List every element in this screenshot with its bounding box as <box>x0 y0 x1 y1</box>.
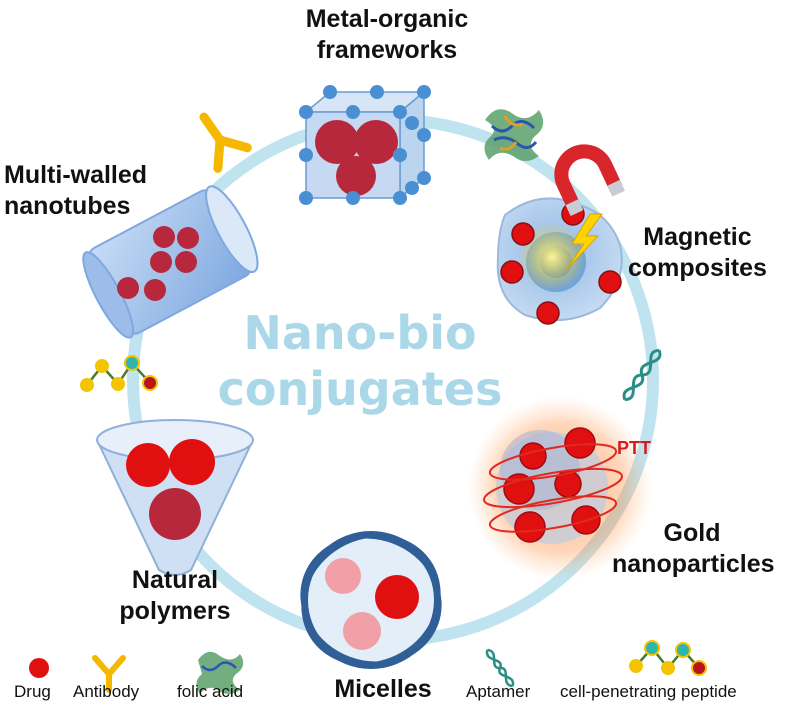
legend-cpp-label: cell-penetrating peptide <box>560 682 737 701</box>
label-mof-line2: frameworks <box>316 36 458 65</box>
antibody-icon <box>199 112 252 173</box>
label-mwnt-line1: Multi-walled <box>4 161 148 189</box>
center-title-line1: Nano-bio <box>243 306 477 360</box>
magnetic-particle <box>496 197 623 325</box>
label-polymers-line2: polymers <box>119 597 231 626</box>
label-mof-line1: Metal-organic <box>305 5 469 33</box>
label-gold-line2: nanoparticles <box>612 550 775 579</box>
center-title-line2: conjugates <box>217 362 503 417</box>
center-title: Nano-bio conjugates <box>190 305 530 417</box>
label-micelles: Micelles <box>334 675 432 703</box>
legend-drug-label: Drug <box>14 682 51 701</box>
peptide-icon <box>80 355 158 392</box>
ptt-label: PTT <box>617 438 651 458</box>
label-polymers: Natural polymers <box>100 565 250 628</box>
label-gold: Gold nanoparticles <box>612 518 775 581</box>
magnet-icon <box>554 144 626 217</box>
label-magnetic-line2: composites <box>628 254 767 283</box>
label-magnetic-line1: Magnetic <box>643 223 752 251</box>
mof-cube <box>299 85 431 205</box>
label-mof: Metal-organic frameworks <box>282 4 492 67</box>
legend-symbols <box>29 640 707 694</box>
nanotube-drugs <box>117 226 199 301</box>
label-mwnt: Multi-walled nanotubes <box>4 160 147 223</box>
folic-acid-icon <box>484 109 544 161</box>
legend-aptamer-label: Aptamer <box>466 682 531 701</box>
micelle <box>300 531 442 669</box>
legend-aptamer-icon <box>485 648 515 688</box>
legend-antibody-icon <box>92 655 126 693</box>
legend-folic-acid-icon <box>196 651 244 694</box>
legend-peptide-icon <box>629 640 707 676</box>
polymer-cone <box>95 419 255 576</box>
label-gold-line1: Gold <box>663 519 721 547</box>
legend-antibody-label: Antibody <box>73 682 140 701</box>
label-polymers-line1: Natural <box>131 566 219 594</box>
gold-particle <box>468 396 652 580</box>
label-mwnt-line2: nanotubes <box>4 192 131 221</box>
aptamer-icon <box>622 348 662 402</box>
label-magnetic: Magnetic composites <box>628 222 767 285</box>
legend-drug-icon <box>29 658 49 678</box>
legend-folic-acid-label: folic acid <box>177 682 244 701</box>
